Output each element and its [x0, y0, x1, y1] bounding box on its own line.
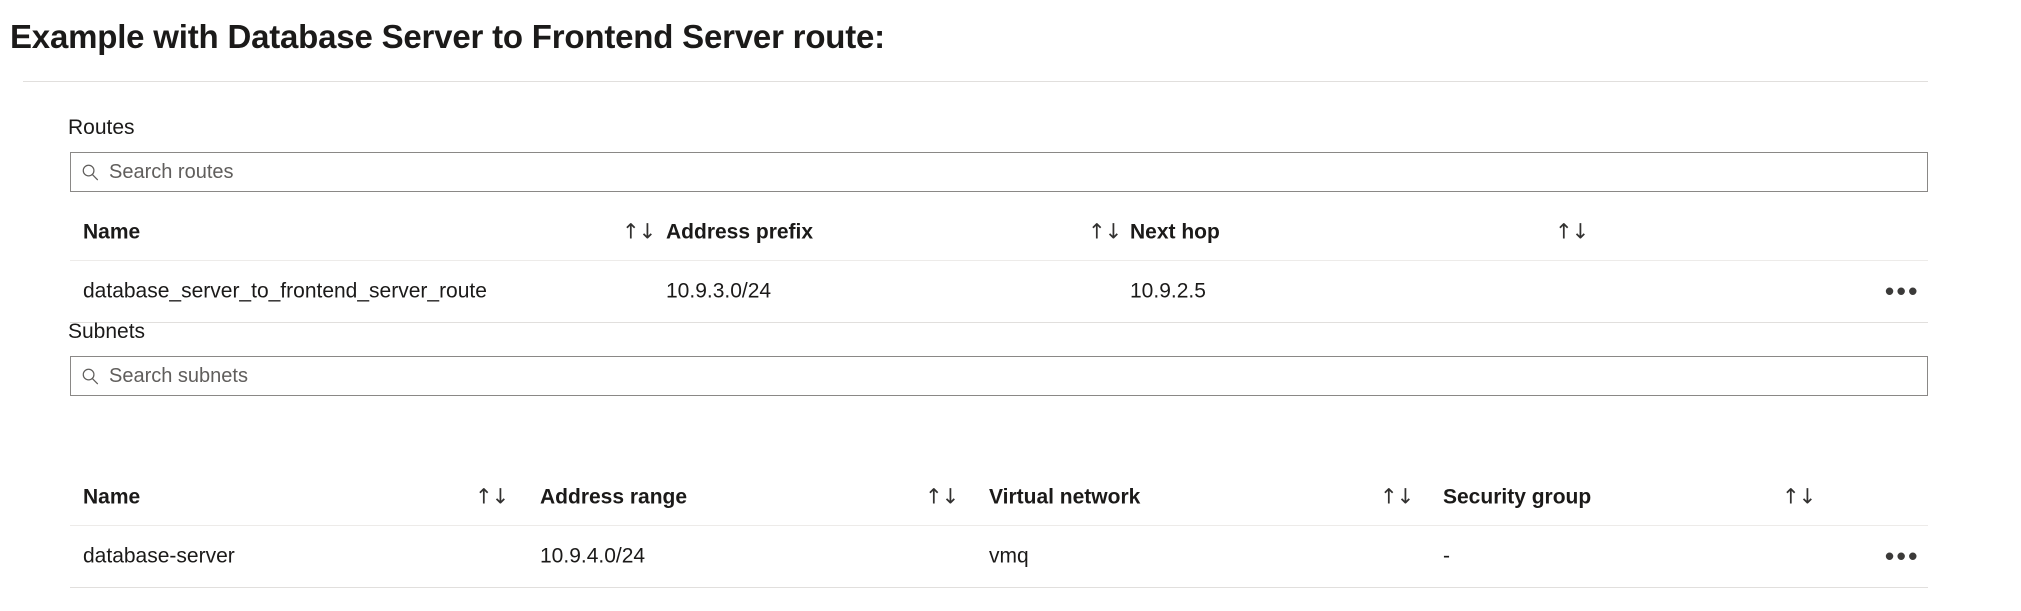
- routes-cell-name[interactable]: database_server_to_frontend_server_route: [83, 279, 487, 303]
- routes-column-next-hop[interactable]: Next hop: [1130, 220, 1220, 243]
- routes-row-more-menu-icon[interactable]: •••: [1885, 276, 1920, 306]
- routes-sort-address-prefix-icon[interactable]: ↑↓: [1088, 219, 1122, 243]
- routes-cell-next-hop: 10.9.2.5: [1130, 279, 1206, 303]
- subnets-cell-security-group: -: [1443, 544, 1450, 568]
- subnets-column-name[interactable]: Name: [83, 485, 141, 508]
- subnets-row-more-menu-icon[interactable]: •••: [1885, 541, 1920, 571]
- routes-section-label: Routes: [68, 116, 135, 139]
- routes-column-name[interactable]: Name: [83, 220, 141, 243]
- routes-cell-address-prefix: 10.9.3.0/24: [666, 279, 772, 303]
- subnets-column-security-group[interactable]: Security group: [1443, 485, 1592, 508]
- subnets-cell-address-range: 10.9.4.0/24: [540, 544, 646, 568]
- routes-column-address-prefix[interactable]: Address prefix: [666, 220, 814, 243]
- subnets-sort-virtual-network-icon[interactable]: ↑↓: [1380, 484, 1414, 508]
- page-title: Example with Database Server to Frontend…: [10, 18, 885, 55]
- subnets-sort-address-range-icon[interactable]: ↑↓: [925, 484, 959, 508]
- subnets-sort-security-group-icon[interactable]: ↑↓: [1782, 484, 1816, 508]
- routes-table-row[interactable]: database_server_to_frontend_server_route…: [70, 260, 1928, 323]
- routes-sort-next-hop-icon[interactable]: ↑↓: [1555, 219, 1589, 243]
- routes-table-header: Name ↑↓ Address prefix ↑↓ Next hop ↑↓: [70, 203, 1928, 261]
- subnets-column-virtual-network[interactable]: Virtual network: [989, 485, 1141, 508]
- search-subnets-placeholder: Search subnets: [109, 365, 248, 387]
- subnets-section-label: Subnets: [68, 320, 146, 343]
- subnets-cell-name[interactable]: database-server: [83, 544, 235, 568]
- subnets-table-header: Name ↑↓ Address range ↑↓ Virtual network…: [70, 468, 1928, 526]
- search-routes-placeholder: Search routes: [109, 161, 234, 183]
- subnets-column-address-range[interactable]: Address range: [540, 485, 688, 508]
- subnets-cell-virtual-network: vmq: [989, 544, 1029, 568]
- search-subnets-input[interactable]: Search subnets: [70, 356, 1928, 396]
- search-icon: [82, 368, 99, 384]
- search-routes-input[interactable]: Search routes: [70, 152, 1928, 192]
- subnets-table-row[interactable]: database-server 10.9.4.0/24 vmq - •••: [70, 525, 1928, 588]
- subnets-sort-name-icon[interactable]: ↑↓: [475, 484, 509, 508]
- title-divider: [23, 81, 1928, 82]
- routes-sort-name-icon[interactable]: ↑↓: [622, 219, 656, 243]
- search-icon: [82, 164, 99, 180]
